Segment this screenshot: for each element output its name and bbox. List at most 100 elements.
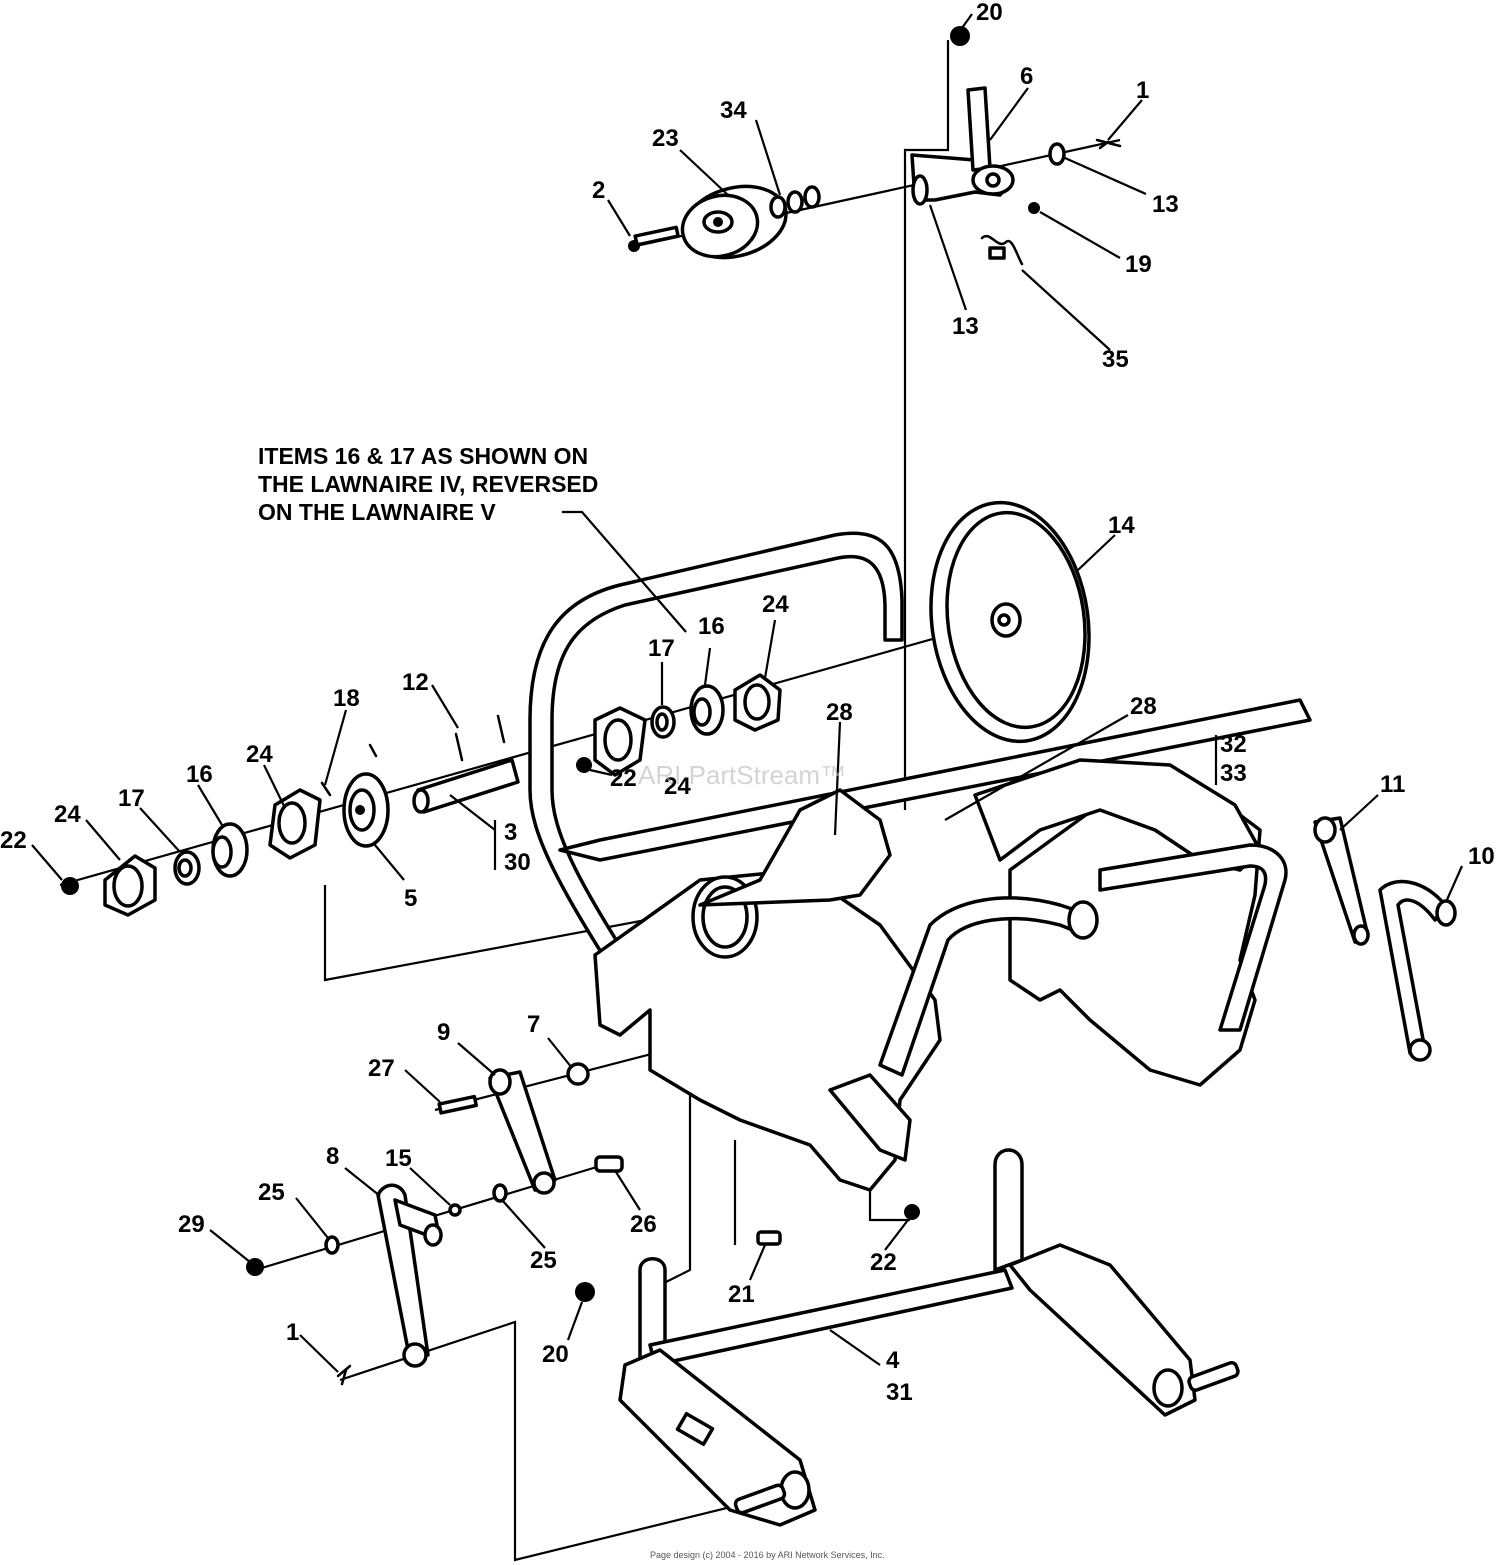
callout-20-top: 20 (976, 0, 1003, 26)
callout-1-top: 1 (1136, 77, 1149, 104)
bolt-26 (594, 1155, 624, 1173)
idler-pulley-assembly (628, 26, 1122, 266)
callout-22-left: 22 (0, 827, 27, 854)
callout-7: 7 (527, 1011, 540, 1038)
cotter-pin-1-bottom (336, 1364, 352, 1386)
callout-35: 35 (1102, 346, 1129, 373)
callout-16-left: 16 (186, 761, 213, 788)
link-9 (488, 1068, 557, 1195)
washer-13-top (1048, 142, 1066, 166)
note-line-3: ON THE LAWNAIRE V (258, 499, 496, 525)
nut-22-left (61, 877, 79, 895)
callout-5: 5 (404, 885, 417, 912)
callout-23: 23 (652, 125, 679, 152)
bolt-21 (756, 1230, 782, 1246)
callout-21: 21 (728, 1281, 755, 1308)
spring-35 (980, 234, 1024, 266)
callout-34: 34 (720, 97, 747, 124)
arm-pivot-28 (1067, 900, 1099, 940)
callout-18: 18 (333, 685, 360, 712)
washer-25-right (492, 1183, 508, 1203)
callout-17-right: 17 (648, 635, 675, 662)
callout-33: 33 (1220, 760, 1247, 787)
footer-copyright: Page design (c) 2004 - 2016 by ARI Netwo… (650, 1550, 885, 1560)
callout-24-left: 24 (246, 741, 273, 768)
callout-28-right: 28 (1130, 693, 1157, 720)
assembly-guide-lines (59, 40, 1121, 1562)
bearing-flange-24-right (733, 673, 782, 732)
collar-17-left (173, 850, 201, 886)
callout-6: 6 (1020, 63, 1033, 90)
link-10 (1378, 879, 1457, 1062)
drive-pulley-14 (929, 500, 1091, 744)
nut-22-bottom (904, 1204, 920, 1220)
callout-27: 27 (368, 1055, 395, 1082)
callout-31: 31 (886, 1379, 913, 1406)
callout-15: 15 (385, 1145, 412, 1172)
callout-22-bottom: 22 (870, 1249, 897, 1276)
callout-4: 4 (886, 1347, 900, 1374)
callout-25-right: 25 (530, 1247, 557, 1274)
pulley-23 (680, 184, 788, 260)
bearing-flange-24-far-left (103, 854, 157, 917)
bearing-flange-24-left (268, 788, 322, 860)
callout-24-center: 24 (664, 773, 691, 800)
nut-20-bottom (575, 1282, 595, 1302)
callout-26: 26 (630, 1211, 657, 1238)
bolt-27 (437, 1094, 479, 1115)
wheel-axle-frame (618, 1148, 1240, 1527)
callout-25-left: 25 (258, 1179, 285, 1206)
callout-20-bottom: 20 (542, 1341, 569, 1368)
link-8 (376, 1183, 443, 1368)
bearing-16-right (689, 684, 725, 736)
right-bearing-set (576, 673, 782, 777)
callout-30: 30 (504, 849, 531, 876)
callout-11: 11 (1380, 771, 1405, 798)
callout-labels: 20 6 1 34 23 2 13 19 13 35 14 24 16 17 2… (0, 0, 1495, 1406)
bearing-16-left (211, 822, 249, 878)
callout-19: 19 (1125, 251, 1152, 278)
nut-19 (1028, 202, 1040, 214)
spacer-7 (566, 1062, 590, 1086)
callout-14: 14 (1108, 512, 1135, 539)
callout-17-left: 17 (118, 785, 145, 812)
setscrews-12 (454, 714, 506, 762)
bolt-2 (628, 225, 680, 252)
callout-3: 3 (504, 819, 517, 846)
nut-20-top (950, 26, 970, 46)
pulley-5 (342, 772, 390, 848)
callout-29: 29 (178, 1211, 205, 1238)
items-note: ITEMS 16 & 17 AS SHOWN ON THE LAWNAIRE I… (258, 443, 598, 525)
callout-13-right: 13 (1152, 191, 1179, 218)
note-line-2: THE LAWNAIRE IV, REVERSED (258, 471, 598, 497)
callout-leaders (31, 13, 1464, 1373)
idler-arm-6 (910, 86, 1015, 206)
bearing-flange-24-center (593, 706, 647, 777)
nut-29 (246, 1258, 264, 1276)
left-shaft-assembly (61, 714, 520, 917)
callout-24-far-left: 24 (54, 801, 81, 828)
callout-1-bottom: 1 (286, 1319, 299, 1346)
callout-8: 8 (326, 1143, 339, 1170)
main-frame-housing (558, 698, 1312, 1192)
washers-34 (769, 185, 821, 219)
nut-22-center (576, 757, 592, 773)
washer-25-left (324, 1235, 340, 1255)
cotter-pin-1-top (1095, 138, 1122, 150)
callout-24-right: 24 (762, 591, 789, 618)
collar-17-right (650, 705, 676, 739)
callout-12: 12 (402, 669, 429, 696)
note-line-1: ITEMS 16 & 17 AS SHOWN ON (258, 443, 588, 469)
callout-16-right: 16 (698, 613, 725, 640)
link-11 (1313, 816, 1370, 946)
watermark: ARI PartStream™ (638, 760, 846, 790)
callout-28-center: 28 (826, 699, 853, 726)
callout-13-lower: 13 (952, 313, 979, 340)
callout-10: 10 (1468, 843, 1495, 870)
lower-linkage (246, 1062, 920, 1386)
callout-2: 2 (592, 177, 605, 204)
washer-15 (448, 1203, 462, 1217)
setscrews-18 (320, 743, 378, 797)
callout-32: 32 (1220, 731, 1247, 758)
